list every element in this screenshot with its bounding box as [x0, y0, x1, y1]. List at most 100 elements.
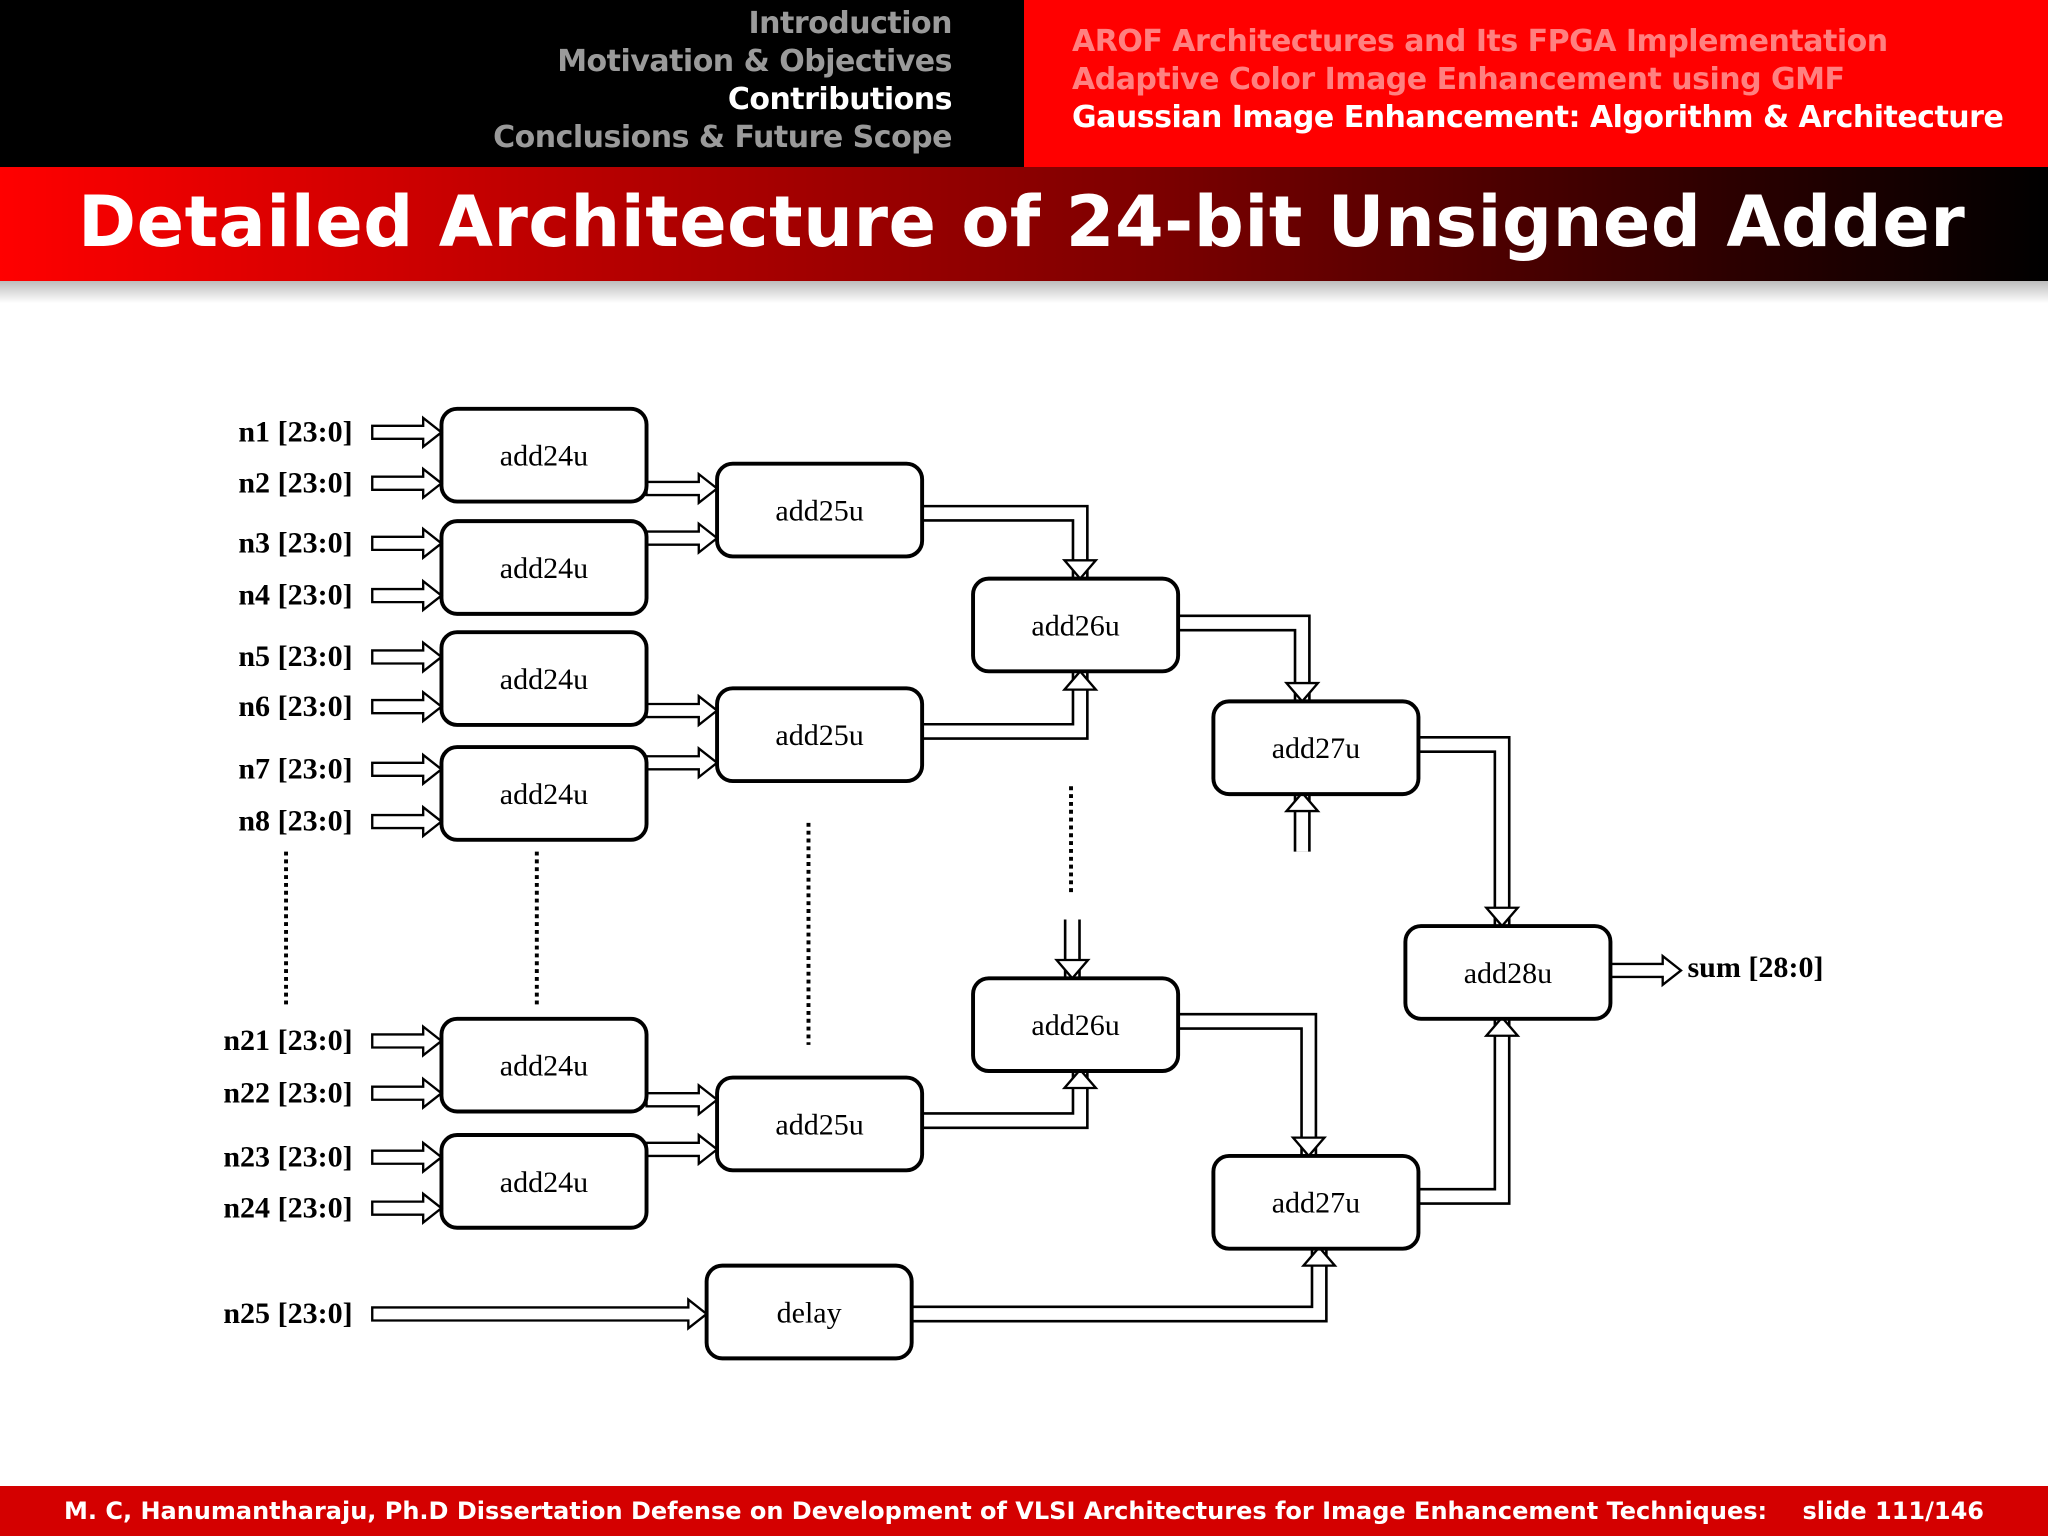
- input-arrow: [371, 689, 444, 724]
- input-label: n23 [23:0]: [223, 1140, 352, 1173]
- input-label: n24 [23:0]: [223, 1191, 352, 1224]
- section-nav: Introduction Motivation & Objectives Con…: [0, 0, 1024, 167]
- nav-section-introduction[interactable]: Introduction: [748, 6, 953, 41]
- connection-arrow-body: [922, 671, 1087, 738]
- block-label: add25u: [775, 1108, 863, 1141]
- connection-arrow-head: [1054, 958, 1091, 981]
- connection-arrow: [645, 1132, 719, 1167]
- connection-arrow-head: [1300, 1245, 1338, 1267]
- block-label: add25u: [775, 719, 863, 752]
- nav-subsection-gaussian[interactable]: Gaussian Image Enhancement: Algorithm & …: [1072, 100, 2004, 135]
- connection-arrow-body: [922, 507, 1087, 579]
- block-label: add28u: [1464, 957, 1552, 990]
- connection-arrow-head: [1283, 791, 1321, 813]
- nav-section-contributions[interactable]: Contributions: [727, 82, 953, 117]
- input-arrow: [371, 1297, 709, 1331]
- input-arrow: [371, 1024, 444, 1058]
- input-arrow: [371, 526, 444, 561]
- connection-arrow-outline: [922, 504, 1089, 579]
- block-label: add24u: [500, 440, 588, 473]
- title-shadow: [0, 281, 2048, 303]
- block-label: delay: [777, 1296, 842, 1329]
- connection-arrow-body: [1178, 1015, 1315, 1156]
- output-label: sum [28:0]: [1688, 951, 1824, 984]
- block-add27u: [1211, 1153, 1421, 1251]
- connection-arrow-head: [1061, 1067, 1099, 1090]
- connection-arrow: [645, 745, 719, 780]
- block-add26u: [971, 576, 1181, 674]
- connection-arrow: [645, 471, 719, 506]
- connection-arrow: [645, 1082, 719, 1117]
- footer-text: M. C, Hanumantharaju, Ph.D Dissertation …: [64, 1497, 1768, 1525]
- block-label: add27u: [1272, 732, 1360, 765]
- output-arrow: [1609, 953, 1683, 988]
- block-add24u: [439, 630, 649, 727]
- input-label: n22 [23:0]: [223, 1076, 352, 1109]
- slide-number: slide 111/146: [1802, 1497, 1984, 1525]
- connection-arrow-head: [1061, 559, 1099, 581]
- nav-subsection-adaptive-color[interactable]: Adaptive Color Image Enhancement using G…: [1072, 62, 1845, 97]
- input-label: n3 [23:0]: [238, 526, 352, 559]
- input-arrow: [371, 1140, 444, 1175]
- connection-arrow-head: [1061, 669, 1099, 691]
- block-label: add24u: [500, 663, 588, 696]
- input-arrow: [371, 1076, 444, 1111]
- connection-arrow-outline: [922, 671, 1089, 740]
- block-add24u: [439, 519, 649, 616]
- input-label: n6 [23:0]: [238, 690, 352, 723]
- input-label: n8 [23:0]: [238, 805, 352, 838]
- block-label: add26u: [1031, 1009, 1119, 1042]
- connection-arrow-outline: [1418, 1017, 1511, 1205]
- block-label: add26u: [1031, 609, 1119, 642]
- slide-title: Detailed Architecture of 24-bit Unsigned…: [78, 181, 1966, 263]
- block-label: add24u: [500, 1050, 588, 1083]
- footer-bar: M. C, Hanumantharaju, Ph.D Dissertation …: [0, 1486, 2048, 1536]
- input-arrow: [371, 415, 444, 450]
- block-add24u: [439, 406, 649, 504]
- block-label: add24u: [500, 552, 588, 585]
- connection-arrow-outline: [1178, 614, 1311, 702]
- input-arrow: [371, 466, 444, 501]
- connection-arrow-head: [1483, 906, 1521, 928]
- block-label: add24u: [500, 1166, 588, 1199]
- input-label: n25 [23:0]: [223, 1297, 352, 1330]
- block-add28u: [1403, 924, 1613, 1021]
- block-add26u: [971, 976, 1181, 1073]
- block-delay: [704, 1263, 914, 1361]
- connection-arrow-outline: [922, 1069, 1089, 1130]
- block-label: add24u: [500, 778, 588, 811]
- connection-arrow-outline: [1418, 735, 1511, 927]
- input-arrow: [371, 804, 444, 839]
- block-label: add27u: [1272, 1187, 1360, 1220]
- nav-section-motivation[interactable]: Motivation & Objectives: [557, 44, 952, 79]
- input-arrow: [371, 1191, 444, 1225]
- block-add25u: [715, 461, 925, 559]
- connection-arrow-head: [1290, 1136, 1327, 1158]
- block-add27u: [1211, 699, 1421, 797]
- connection-arrow-head: [1283, 681, 1321, 704]
- nav-section-conclusions[interactable]: Conclusions & Future Scope: [493, 120, 952, 155]
- block-add24u: [439, 745, 649, 842]
- block-add24u: [439, 1016, 649, 1114]
- connection-arrow-body: [1418, 1017, 1508, 1203]
- input-arrow: [371, 640, 444, 674]
- input-label: n5 [23:0]: [238, 640, 352, 673]
- connection-arrow-outline: [911, 1247, 1328, 1323]
- input-label: n2 [23:0]: [238, 466, 352, 499]
- connection-arrow-body: [1178, 617, 1309, 702]
- input-label: n21 [23:0]: [223, 1024, 352, 1057]
- block-add24u: [439, 1133, 649, 1230]
- connection-arrow-body: [1418, 738, 1508, 927]
- nav-subsection-arof[interactable]: AROF Architectures and Its FPGA Implemen…: [1072, 24, 1888, 59]
- input-arrow: [371, 752, 444, 787]
- block-add25u: [715, 1075, 925, 1173]
- subsection-nav: AROF Architectures and Its FPGA Implemen…: [1024, 0, 2048, 167]
- connection-arrow: [645, 693, 719, 728]
- input-label: n1 [23:0]: [238, 415, 352, 448]
- connection-arrow: [645, 521, 719, 555]
- connection-arrow-body: [911, 1247, 1326, 1320]
- input-arrow: [371, 578, 444, 613]
- block-label: add25u: [775, 494, 863, 527]
- connection-arrow-outline: [1178, 1012, 1318, 1156]
